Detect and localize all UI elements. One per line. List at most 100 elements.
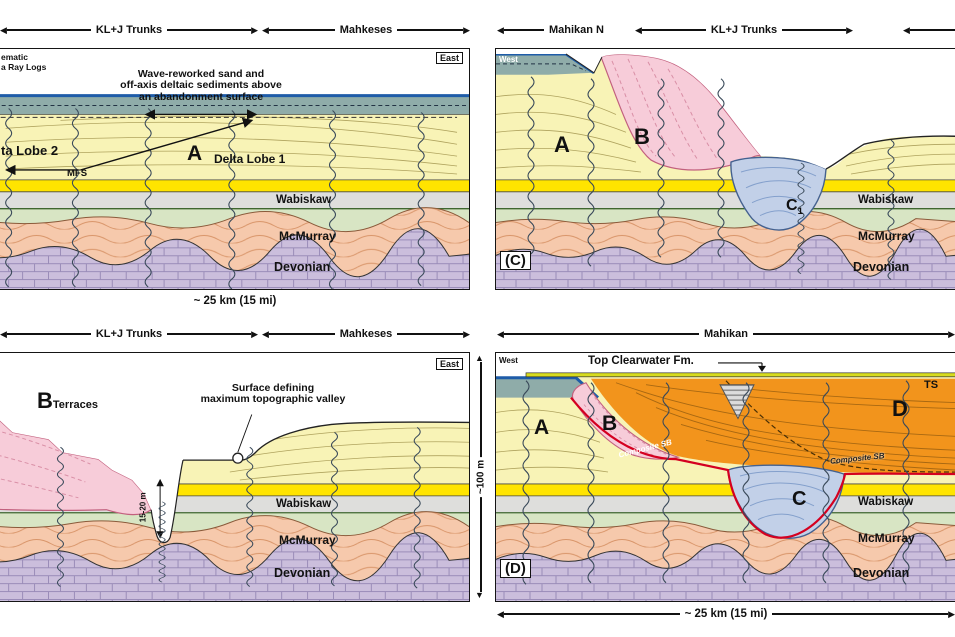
panel-d-cross-section: West Top Clearwater Fm. TS A B C D Compo… [495, 352, 955, 602]
gamma-log-caption-line1: ematic [1, 52, 28, 62]
top-clearwater-label: Top Clearwater Fm. [588, 355, 694, 367]
devonian-layer [0, 228, 469, 289]
scale-top-left: ~ 25 km (15 mi) [193, 295, 277, 307]
delta-lobe2-label: ta Lobe 2 [1, 143, 59, 158]
pink-unit-b [571, 382, 681, 460]
mcmurray-label: McMurray [279, 533, 336, 547]
gamma-log-caption-line2: a Ray Logs [1, 62, 47, 72]
sky [0, 353, 469, 543]
band-line [0, 511, 469, 537]
panel-a-drawing [0, 94, 469, 289]
arrow-left-icon: ◀ [497, 24, 504, 35]
header-bottom-left: ◀ KL+J Trunks ▶ ◀ Mahkeses ▶ [0, 326, 470, 342]
arrow-left-icon: ◀ [0, 328, 7, 339]
annotation-arrows [5, 109, 258, 176]
dashed-surface-line [496, 63, 587, 72]
vertical-scale-label: ~100 m [475, 456, 487, 498]
wabiskaw-label: Wabiskaw [276, 194, 332, 206]
arrow-right-icon: ▶ [463, 328, 470, 339]
measure-klj-trunks: ◀ KL+J Trunks ▶ [0, 328, 258, 340]
measure-25km: ◀ ~ 25 km (15 mi) ▶ [497, 608, 955, 620]
leader-line [237, 414, 253, 453]
blue-channel-lines [739, 471, 831, 521]
panel-b-drawing [0, 353, 469, 601]
measure-label: KL+J Trunks [95, 328, 163, 340]
measure-label: Mahkeses [339, 328, 393, 340]
mcmurray-label: McMurray [858, 531, 915, 545]
band-line [0, 532, 469, 582]
measure-label: KL+J Trunks [95, 24, 163, 36]
pink-terraces-channel [0, 419, 152, 516]
arrow-right-icon: ▶ [251, 328, 259, 339]
band-line [0, 228, 469, 278]
east-label: East [435, 52, 463, 64]
band-line [496, 228, 955, 277]
devonian-label: Devonian [853, 566, 910, 580]
clearwater-leader-line [718, 362, 763, 366]
measure-partial-right: ◀ [903, 24, 955, 35]
devonian-layer [496, 229, 955, 289]
arrow-down-icon: ▼ [475, 590, 484, 600]
arrow-right-icon: ▶ [948, 608, 955, 619]
clearwater-leader-arrowhead [758, 365, 766, 372]
ts-surface-line [525, 372, 955, 378]
composite-sb-red-line [570, 396, 955, 539]
arrow-left-icon: ◀ [903, 24, 910, 35]
scale-label: ~ 25 km (15 mi) [684, 608, 768, 620]
unit-c-label: C [792, 488, 807, 510]
unit-d-label: D [892, 396, 908, 421]
mfs-label: MFS [67, 168, 88, 179]
measure-mahikan: ◀ Mahikan ▶ [497, 328, 955, 340]
arrow-left-icon: ◀ [262, 328, 269, 339]
measure-mahkeses: ◀ Mahkeses ▶ [262, 328, 470, 340]
terraces-sub: Terraces [52, 399, 98, 411]
pink-accretion-lines [583, 392, 667, 457]
unit-b-main: B [37, 388, 53, 413]
vertical-scale-100m: ▲ ▼ ~100 m [472, 354, 490, 600]
valley-note: Surface defining maximum topographic val… [200, 382, 346, 406]
arrow-left-icon: ◀ [497, 328, 504, 339]
measure-label: Mahikan N [548, 24, 604, 36]
panel-c-cross-section: West A B C1 Wabiskaw McMurray Devonian (… [495, 48, 955, 290]
pink-accretion-lines [611, 58, 719, 161]
clinoform-lines [224, 427, 469, 481]
west-label: West [499, 356, 518, 365]
arrow-up-icon: ▲ [475, 353, 484, 363]
arrow-right-icon: ▶ [463, 24, 470, 35]
unit-a-label: A [187, 142, 203, 165]
panel-c-tag: (C) [500, 251, 531, 270]
teal-band [496, 377, 598, 398]
measure-label: Mahkeses [339, 24, 393, 36]
measure-label: Mahikan [704, 328, 749, 340]
panel-c-drawing [496, 49, 955, 289]
band-line [496, 211, 955, 233]
measure-klj-trunks: ◀ KL+J Trunks ▶ [0, 24, 258, 36]
header-top-left: ◀ KL+J Trunks ▶ ◀ Mahkeses ▶ [0, 22, 470, 38]
unit-b-label: B [602, 412, 618, 435]
teal-band [496, 53, 594, 75]
devonian-layer [496, 533, 955, 601]
east-label: East [435, 358, 463, 370]
measure-mahikan-n: ◀ Mahikan N [497, 24, 609, 36]
topographic-surface [240, 421, 469, 461]
band-line [0, 207, 469, 232]
clinoform-lines [496, 93, 955, 175]
sky [496, 49, 955, 169]
unit-c1-main: C [786, 197, 798, 214]
panel-b-cross-section: BTerraces Surface defining maximum topog… [0, 352, 470, 602]
topographic-surface [825, 135, 955, 170]
arrow-left-icon: ◀ [497, 608, 504, 619]
arrow-left-icon: ◀ [0, 24, 7, 35]
header-top-right: ◀ Mahikan N ◀ KL+J Trunks ▶ ◀ [497, 22, 955, 38]
wabiskaw-label: Wabiskaw [858, 496, 914, 508]
panel-d-drawing [496, 362, 955, 601]
valley-depth-label: 15-20 m [138, 492, 148, 523]
unit-a-label: A [534, 416, 550, 439]
pink-channel-b [600, 53, 762, 171]
devonian-label: Devonian [274, 260, 331, 274]
mcmurray-label: McMurray [279, 229, 336, 243]
devonian-label: Devonian [274, 566, 331, 580]
measure-mahkeses: ◀ Mahkeses ▶ [262, 24, 470, 36]
band-line [496, 532, 955, 581]
